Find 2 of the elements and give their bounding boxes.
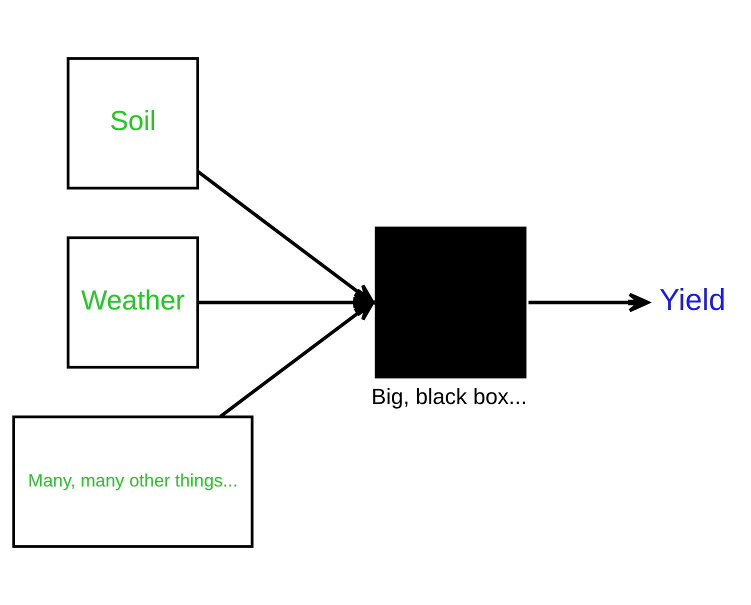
node-label: Big, black box... bbox=[371, 384, 528, 410]
node-text: Yield bbox=[659, 284, 726, 318]
